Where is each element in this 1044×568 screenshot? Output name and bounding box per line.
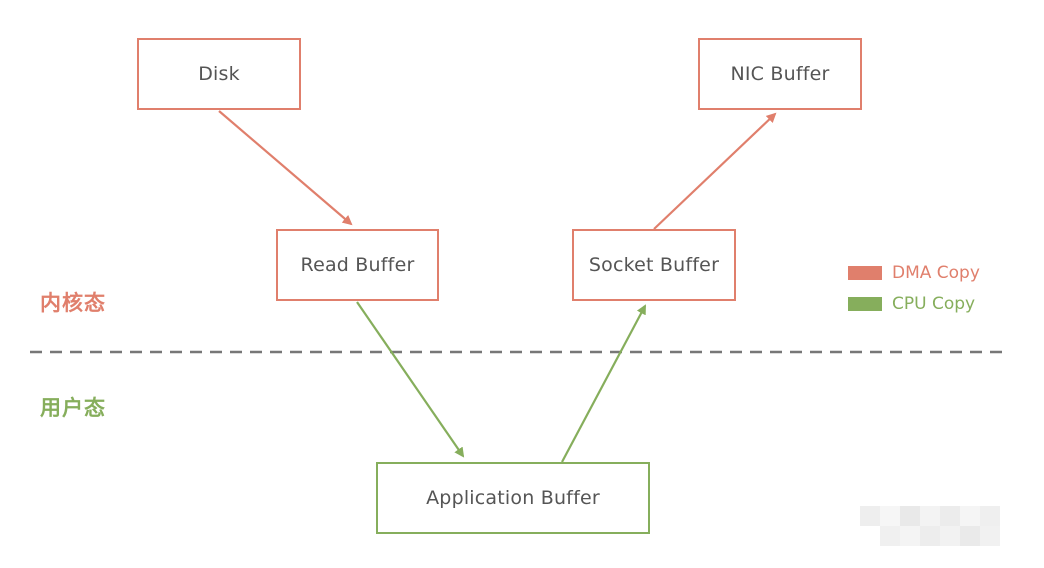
disk-label: Disk (198, 63, 240, 85)
application-buffer-node: Application Buffer (376, 462, 650, 534)
arrow-disk-to-read-buffer (218, 110, 353, 226)
legend-cpu-label: CPU Copy (892, 294, 976, 314)
nic-buffer-node: NIC Buffer (698, 38, 862, 110)
disk-node: Disk (137, 38, 301, 110)
arrow-socket-buffer-to-nic-buffer (653, 112, 777, 230)
read-buffer-node: Read Buffer (276, 229, 439, 301)
legend-dma-swatch (848, 266, 882, 280)
kernel-space-label: 内核态 (40, 291, 106, 315)
blurred-watermark (860, 506, 1000, 546)
application-buffer-label: Application Buffer (426, 487, 600, 509)
socket-buffer-node: Socket Buffer (572, 229, 736, 301)
read-buffer-label: Read Buffer (300, 254, 415, 276)
legend-cpu-copy: CPU Copy (848, 294, 975, 314)
user-space-label: 用户态 (40, 396, 106, 420)
socket-buffer-label: Socket Buffer (588, 254, 720, 276)
nic-buffer-label: NIC Buffer (730, 63, 830, 85)
arrow-application-buffer-to-socket-buffer (561, 304, 646, 463)
arrow-read-buffer-to-application-buffer (356, 301, 465, 458)
legend-cpu-swatch (848, 297, 882, 311)
legend-dma-copy: DMA Copy (848, 263, 980, 283)
legend-dma-label: DMA Copy (892, 263, 980, 283)
